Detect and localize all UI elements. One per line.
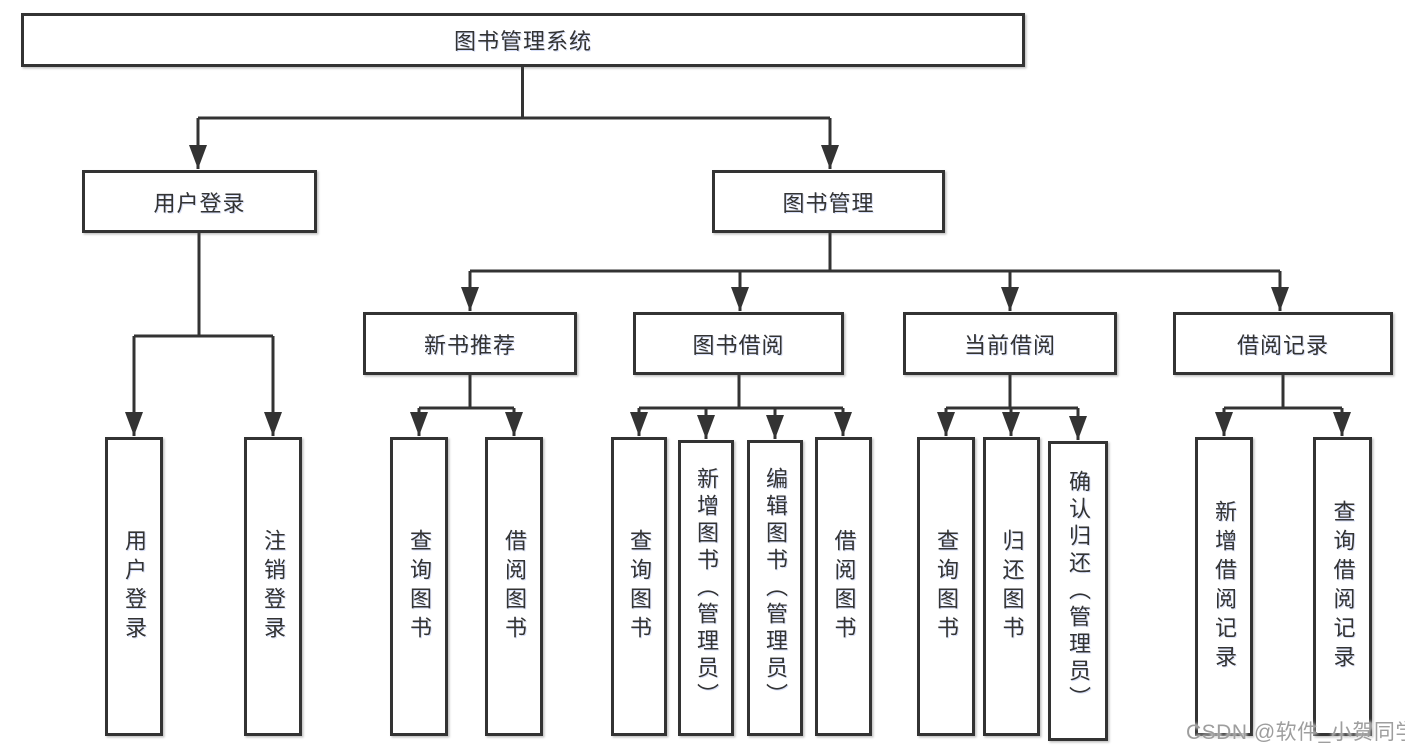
node-leaf-add-borrow-record: 新增借阅记录 <box>1195 437 1253 736</box>
node-user-login: 用户登录 <box>82 170 317 233</box>
node-leaf-edit-books-admin: 编辑图书（管理员） <box>747 440 803 736</box>
node-current-borrow: 当前借阅 <box>903 312 1117 375</box>
node-leaf-query-borrow-record: 查询借阅记录 <box>1313 437 1372 736</box>
node-leaf-return-books: 归还图书 <box>983 437 1040 736</box>
node-book-management: 图书管理 <box>712 170 945 233</box>
node-leaf-user-login: 用户登录 <box>105 437 163 736</box>
node-leaf-add-books-admin: 新增图书（管理员） <box>678 440 734 736</box>
node-leaf-query-books-current: 查询图书 <box>917 437 975 736</box>
csdn-watermark: CSDN @软件_小贺同学 <box>1186 721 1405 744</box>
node-leaf-logout: 注销登录 <box>244 437 302 736</box>
node-leaf-borrow-books-recommend: 借阅图书 <box>485 437 543 736</box>
node-leaf-borrow-books: 借阅图书 <box>815 437 872 736</box>
node-book-borrow: 图书借阅 <box>633 312 844 375</box>
node-leaf-confirm-return-admin: 确认归还（管理员） <box>1048 441 1108 741</box>
node-new-book-recommend: 新书推荐 <box>363 312 577 375</box>
node-root-library-system: 图书管理系统 <box>21 13 1025 67</box>
node-leaf-query-books-recommend: 查询图书 <box>390 437 448 736</box>
node-borrow-records: 借阅记录 <box>1173 312 1393 375</box>
node-leaf-query-books-borrow: 查询图书 <box>611 437 667 736</box>
